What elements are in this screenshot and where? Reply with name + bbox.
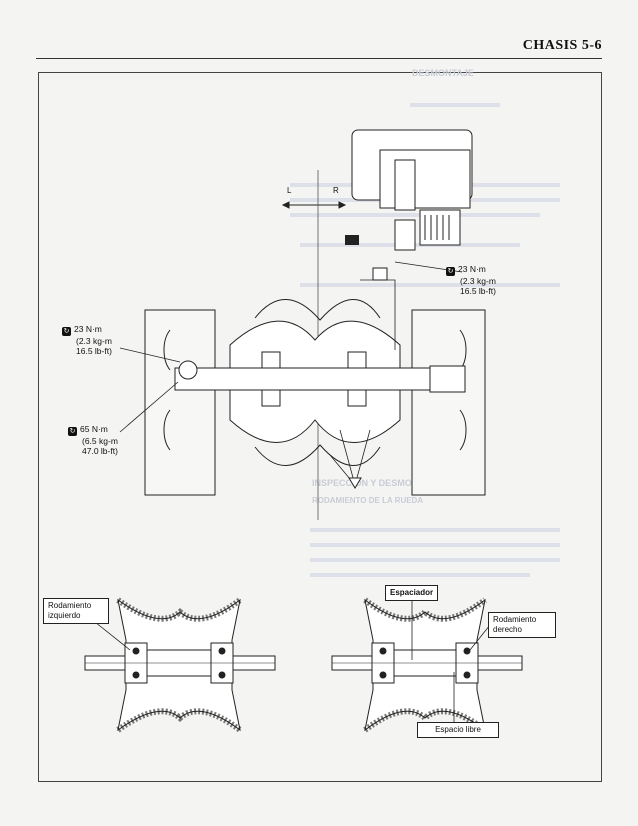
torque-wrench-icon: ↻ <box>62 327 71 336</box>
direction-left-label: L <box>287 186 292 195</box>
bolt-icon <box>372 267 388 281</box>
label-right-bearing: Rodamiento derecho <box>488 612 556 638</box>
figure-frame <box>38 72 602 782</box>
label-left-bearing: Rodamiento izquierdo <box>43 598 109 624</box>
tire-right <box>411 309 486 496</box>
brake-caliper <box>351 129 473 251</box>
bleed-through-lines <box>290 103 560 577</box>
direction-right-label: R <box>333 186 339 195</box>
header-rule <box>36 58 602 59</box>
hub-bearings <box>261 351 367 407</box>
right-hub-section <box>331 597 523 733</box>
tire-left <box>144 309 216 496</box>
ghost-heading-1: DESMONTAJE <box>412 68 474 78</box>
axle-shaft <box>174 360 466 393</box>
page-header: CHASIS 5-6 <box>522 38 602 53</box>
torque-spec-axle-nut: ↻65 N·m (6.5 kg-m 47.0 lb-ft) <box>68 424 118 456</box>
direction-arrow <box>281 201 347 209</box>
torque-wrench-icon: ↻ <box>446 267 455 276</box>
grease-point-icon <box>348 477 362 489</box>
label-clearance: Espacio libre <box>417 722 499 738</box>
torque-wrench-icon: ↻ <box>68 427 77 436</box>
torque-spec-caliper: ↻23 N·m (2.3 kg-m 16.5 lb-ft) <box>446 264 496 296</box>
grease-icon <box>345 235 359 245</box>
ghost-heading-3: RODAMIENTO DE LA RUEDA <box>312 496 424 505</box>
ghost-heading-2: INSPECCION Y DESMONTAJE <box>312 478 441 488</box>
torque-spec-axle-nut-left: ↻23 N·m (2.3 kg-m 16.5 lb-ft) <box>62 324 112 356</box>
leader-lines <box>119 261 463 486</box>
left-hub-section <box>84 597 276 733</box>
label-spacer: Espaciador <box>385 585 439 601</box>
